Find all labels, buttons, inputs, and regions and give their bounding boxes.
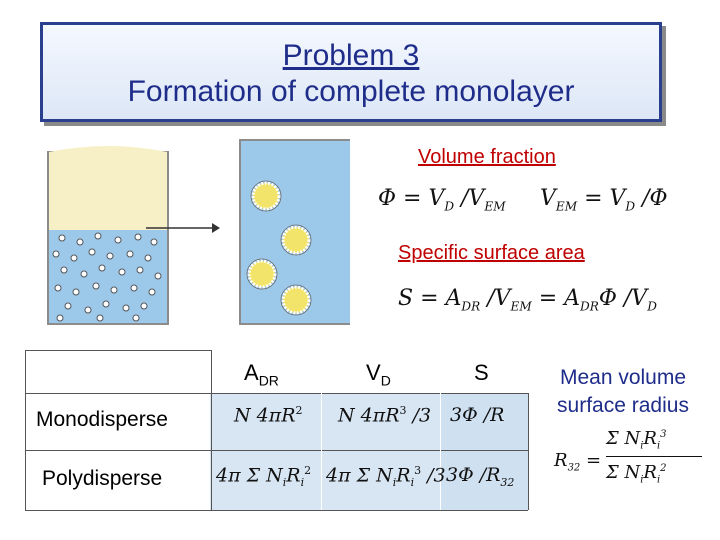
mono-s: 3Φ /R bbox=[450, 404, 505, 426]
oil-droplet bbox=[54, 284, 62, 292]
title-line-2: Formation of complete monolayer bbox=[127, 75, 575, 108]
oil-droplet bbox=[126, 250, 134, 258]
oil-droplet bbox=[84, 306, 92, 314]
mean-volume-surface-radius-label: Mean volume surface radius bbox=[538, 364, 708, 420]
monolayer-shell bbox=[246, 258, 278, 290]
header-vd: VD bbox=[366, 360, 391, 389]
oil-droplet bbox=[144, 254, 152, 262]
mono-vd: N 4πR3 /3 bbox=[338, 404, 432, 427]
row-label-polydisperse: Polydisperse bbox=[42, 467, 163, 490]
poly-s: 3Φ /R32 bbox=[446, 464, 515, 489]
oil-droplet bbox=[106, 252, 114, 260]
oil-droplet bbox=[154, 272, 162, 280]
oil-droplet bbox=[60, 266, 68, 274]
oil-droplet bbox=[88, 248, 96, 256]
title-line-1: Problem 3 bbox=[282, 39, 420, 72]
oil-droplet bbox=[64, 302, 72, 310]
oil-droplet bbox=[56, 314, 64, 322]
table-shade-left bbox=[210, 393, 440, 510]
coated-droplets bbox=[246, 180, 312, 316]
oil-droplet bbox=[130, 284, 138, 292]
oil-droplet bbox=[118, 268, 126, 276]
oil-droplet bbox=[110, 286, 118, 294]
oil-droplet bbox=[70, 254, 78, 262]
arrow-head-icon bbox=[212, 223, 220, 233]
specific-surface-area-formula: S = ADR /VEM = ADRΦ /VD bbox=[398, 286, 657, 314]
vem-formula: VEM = VD /Φ bbox=[540, 186, 668, 214]
coated-droplet bbox=[247, 259, 277, 289]
coated-droplet bbox=[281, 285, 311, 315]
oil-droplet bbox=[94, 232, 102, 240]
oil-droplet bbox=[134, 233, 142, 241]
oil-droplet bbox=[92, 282, 100, 290]
monolayer-shell bbox=[280, 284, 312, 316]
volume-fraction-formula: Φ = VD /VEM bbox=[378, 186, 506, 214]
beaker-illustration bbox=[47, 146, 169, 325]
row-label-monodisperse: Monodisperse bbox=[36, 408, 168, 431]
table-shade-right bbox=[440, 393, 528, 510]
mono-adr: N 4πR2 bbox=[234, 404, 303, 427]
header-s: S bbox=[474, 360, 489, 385]
emulsion-beaker bbox=[47, 146, 169, 325]
coated-droplet bbox=[251, 181, 281, 211]
oil-droplet bbox=[136, 266, 144, 274]
mvr-line-1: Mean volume bbox=[559, 366, 687, 389]
oil-droplet bbox=[114, 236, 122, 244]
oil-droplet bbox=[72, 288, 80, 296]
oil-droplet bbox=[148, 288, 156, 296]
oil-droplet bbox=[52, 250, 60, 258]
oil-droplet bbox=[76, 238, 84, 246]
oil-droplet bbox=[140, 302, 148, 310]
poly-vd: 4π Σ NiRi3 /3 bbox=[326, 464, 446, 490]
small-droplets bbox=[52, 232, 162, 322]
oil-droplet bbox=[96, 314, 104, 322]
poly-adr: 4π Σ NiRi2 bbox=[216, 464, 312, 490]
mvr-line-2: surface radius bbox=[557, 394, 689, 417]
oil-droplet bbox=[102, 300, 110, 308]
oil-droplet bbox=[122, 304, 130, 312]
volume-fraction-heading: Volume fraction bbox=[418, 146, 556, 168]
oil-droplet bbox=[150, 238, 158, 246]
oil-droplet bbox=[98, 264, 106, 272]
header-adr: ADR bbox=[244, 360, 279, 389]
oil-droplet bbox=[58, 234, 66, 242]
oil-droplet bbox=[80, 270, 88, 278]
coated-droplet bbox=[281, 225, 311, 255]
monolayer-shell bbox=[280, 224, 312, 256]
specific-surface-area-heading: Specific surface area bbox=[398, 242, 585, 264]
monolayer-shell bbox=[250, 180, 282, 212]
oil-droplet bbox=[132, 314, 140, 322]
title-box: Problem 3 Formation of complete monolaye… bbox=[40, 22, 662, 122]
